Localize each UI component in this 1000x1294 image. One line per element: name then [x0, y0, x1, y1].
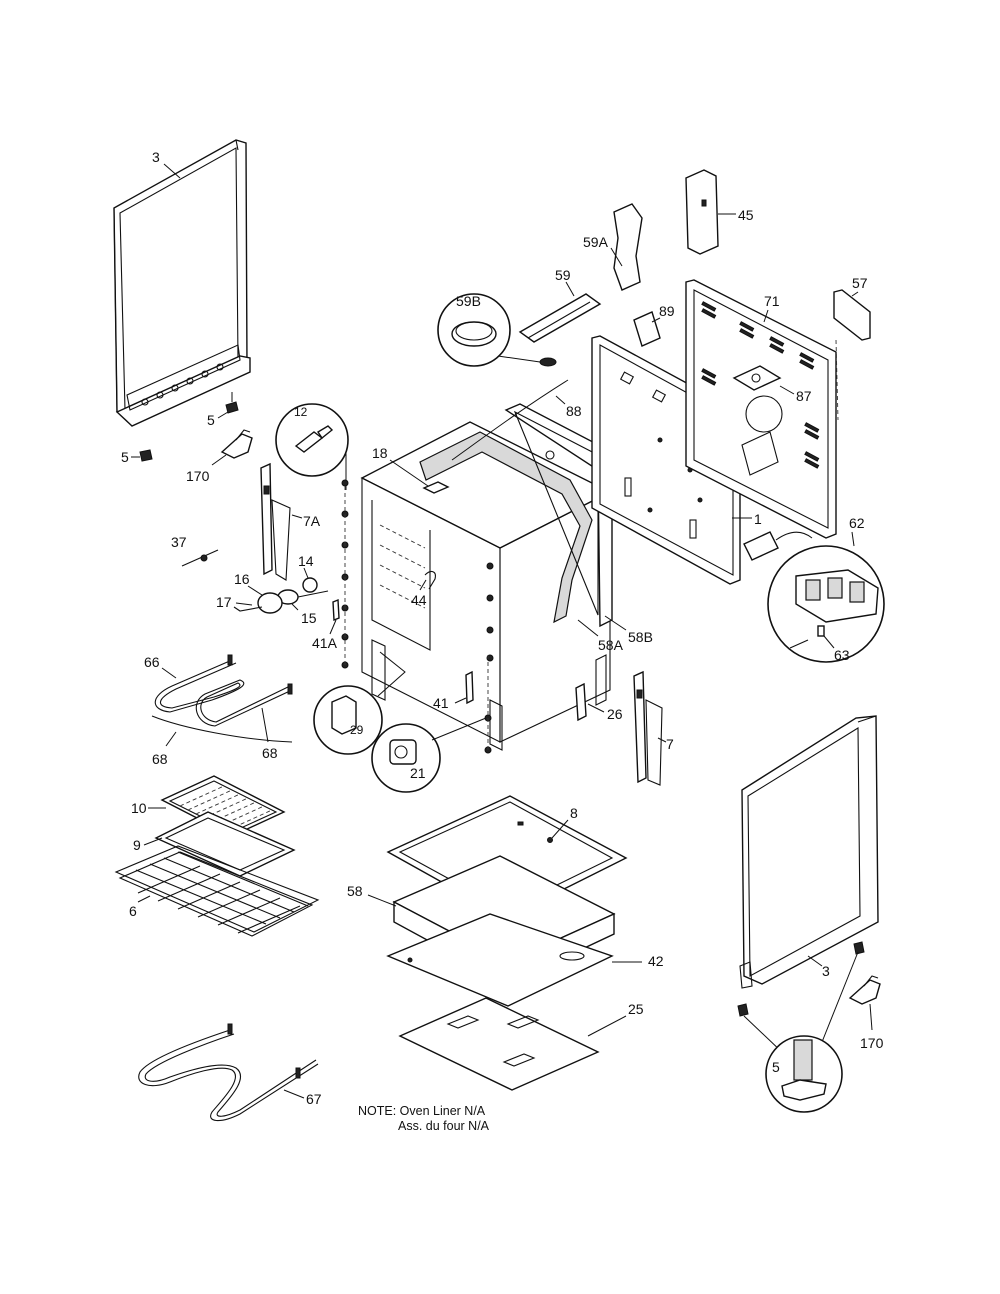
- label-7A: 7A: [303, 513, 321, 529]
- label-21: 21: [410, 765, 426, 781]
- label-67: 67: [306, 1091, 322, 1107]
- label-15: 15: [301, 610, 317, 626]
- bottom-shield-42: [386, 913, 614, 1007]
- insulation-58A: [419, 431, 593, 624]
- label-59A: 59A: [583, 234, 609, 250]
- note-line-1: NOTE: Oven Liner N/A: [358, 1104, 486, 1118]
- duct-59: [518, 293, 602, 343]
- label-42: 42: [648, 953, 664, 969]
- label-9: 9: [133, 837, 141, 853]
- callout-59B: [437, 293, 557, 367]
- label-1: 1: [754, 511, 762, 527]
- leveling-screw-b: [139, 449, 153, 462]
- callout-5: [765, 1035, 843, 1113]
- oven-cavity-frame: [341, 421, 612, 754]
- lamp-assembly: [233, 577, 329, 614]
- label-6: 6: [129, 903, 137, 919]
- label-87: 87: [796, 388, 812, 404]
- callout-12: [275, 403, 349, 490]
- leveling-screw-a: [225, 392, 239, 414]
- part-18: [422, 481, 450, 494]
- side-panel-left: [113, 139, 251, 427]
- label-45: 45: [738, 207, 754, 223]
- label-16: 16: [234, 571, 250, 587]
- label-170-right: 170: [860, 1035, 884, 1051]
- oven-rack-6: [114, 845, 320, 937]
- label-8: 8: [570, 805, 578, 821]
- terminal-block: [743, 531, 813, 561]
- label-170-left: 170: [186, 468, 210, 484]
- side-panel-right: [739, 715, 879, 989]
- duct-45: [685, 169, 719, 255]
- label-18: 18: [372, 445, 388, 461]
- label-14: 14: [298, 553, 314, 569]
- label-68-left: 68: [152, 751, 168, 767]
- panel-holes: [141, 363, 224, 406]
- vent-slots: [701, 301, 820, 469]
- label-17: 17: [216, 594, 232, 610]
- label-59B: 59B: [456, 293, 481, 309]
- label-57: 57: [852, 275, 868, 291]
- label-12: 12: [294, 405, 308, 419]
- bake-element-66: [154, 654, 293, 727]
- hinge-receiver-7: [633, 670, 663, 786]
- back-cover-71: [685, 279, 837, 539]
- label-58A: 58A: [598, 637, 624, 653]
- label-5-a: 5: [207, 412, 215, 428]
- sensor-44: [424, 570, 436, 590]
- duct-59A: [613, 203, 643, 291]
- label-89: 89: [659, 303, 675, 319]
- label-5-b: 5: [121, 449, 129, 465]
- label-68-right: 68: [262, 745, 278, 761]
- label-5-callout: 5: [772, 1059, 780, 1075]
- label-7: 7: [666, 736, 674, 752]
- label-63: 63: [834, 647, 850, 663]
- callout-62: [767, 545, 885, 663]
- label-29: 29: [350, 723, 364, 737]
- bracket-41: [465, 670, 474, 705]
- hinge-receiver-7A: [260, 462, 291, 581]
- callout-29: [313, 651, 406, 755]
- label-44: 44: [411, 592, 427, 608]
- kickplate-25: [398, 997, 600, 1091]
- broil-pan-9: [154, 811, 296, 877]
- label-59: 59: [555, 267, 571, 283]
- anti-tip-bracket-right: [848, 975, 881, 1005]
- label-10: 10: [131, 800, 147, 816]
- label-71: 71: [764, 293, 780, 309]
- anti-tip-bracket-left: [220, 429, 253, 459]
- label-3-right: 3: [822, 963, 830, 979]
- label-66: 66: [144, 654, 160, 670]
- callout-21: [371, 717, 487, 793]
- label-88: 88: [566, 403, 582, 419]
- bracket-26: [575, 682, 587, 722]
- label-25: 25: [628, 1001, 644, 1017]
- label-26: 26: [607, 706, 623, 722]
- label-41: 41: [433, 695, 449, 711]
- label-3-left: 3: [152, 149, 160, 165]
- label-58: 58: [347, 883, 363, 899]
- part-57: [833, 289, 871, 341]
- label-41A: 41A: [312, 635, 338, 651]
- bracket-89: [633, 311, 661, 347]
- broil-element-67: [138, 1023, 319, 1122]
- part-37: [181, 549, 219, 567]
- bracket-41A: [332, 598, 340, 622]
- label-62: 62: [849, 515, 865, 531]
- label-58B: 58B: [628, 629, 653, 645]
- label-37: 37: [171, 534, 187, 550]
- part-87: [732, 365, 782, 391]
- note-line-2: Ass. du four N/A: [398, 1119, 490, 1133]
